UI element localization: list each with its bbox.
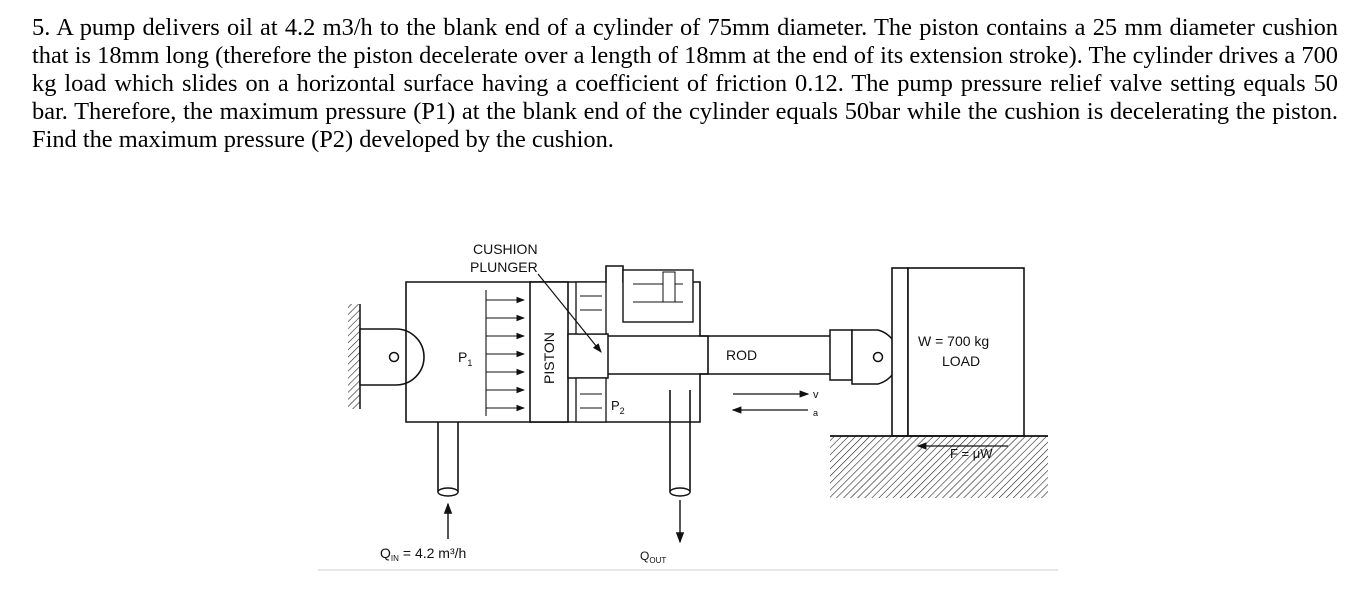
left-pivot-pin — [388, 351, 400, 363]
velocity-label: v — [813, 389, 819, 401]
piston-label: PISTON — [541, 332, 557, 384]
p1-label: P1 — [458, 349, 472, 368]
load-label: LOAD — [942, 353, 980, 369]
cushion-label-line2: PLUNGER — [470, 259, 538, 275]
p1-pressure-arrows — [485, 290, 526, 416]
qout-label: QOUT — [640, 549, 666, 565]
cushion-plunger — [567, 333, 609, 379]
friction-label: F = μW — [950, 446, 993, 461]
piston-rod — [608, 335, 830, 375]
piston — [529, 281, 569, 423]
outlet-pipe — [669, 390, 691, 492]
inlet-pipe — [437, 422, 459, 492]
qin-label: QIN= 4.2 m³/h — [380, 545, 466, 563]
rod-label: ROD — [726, 347, 757, 363]
needle-valve — [622, 269, 694, 323]
plunger-leader — [537, 273, 602, 353]
rod-end-pin — [872, 351, 884, 363]
p2-label: P2 — [611, 398, 625, 416]
load-bracket — [891, 267, 909, 437]
cushion-bore-lower — [575, 377, 607, 423]
accel-label: a — [813, 408, 818, 418]
rod-end-block — [829, 329, 853, 381]
cushion-label-line1: CUSHION — [473, 241, 538, 257]
cushion-bore — [575, 281, 607, 335]
wall-hatch — [348, 304, 360, 409]
cylinder-cushion-diagram: CUSHION PLUNGER P1 PISTON P2 ROD v a W =… — [318, 241, 1058, 571]
ground-hatch — [830, 436, 1048, 498]
problem-statement: 5. A pump delivers oil at 4.2 m3/h to th… — [32, 14, 1338, 153]
load-weight-label: W = 700 kg — [918, 333, 989, 349]
load-block — [907, 267, 1025, 437]
